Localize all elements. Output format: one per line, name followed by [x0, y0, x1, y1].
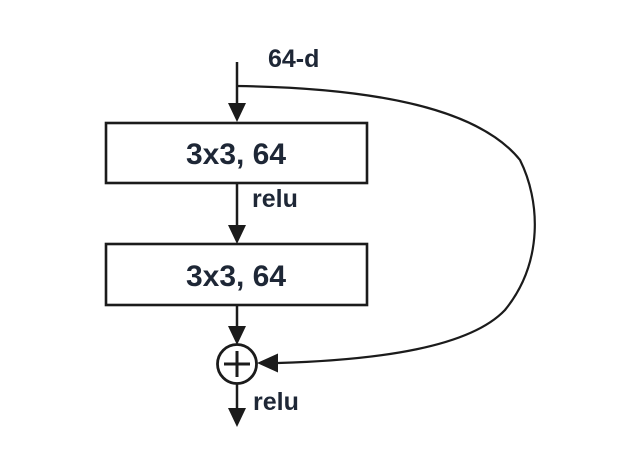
- conv2-box: [104, 242, 369, 307]
- relu-label-output: relu: [253, 388, 299, 416]
- plus-icon: [224, 351, 250, 377]
- input-dimension-label: 64-d: [268, 45, 319, 73]
- conv1-label: 3x3, 64: [186, 138, 286, 171]
- output-arrowhead-icon: [228, 408, 246, 427]
- conv2-label: 3x3, 64: [186, 260, 286, 293]
- skip-arrowhead-icon: [257, 353, 278, 373]
- relu-label-middle: relu: [252, 185, 298, 213]
- conv1-box: [104, 121, 369, 185]
- conv1-to-conv2-arrowhead-icon: [228, 225, 246, 244]
- conv2-to-add-arrowhead-icon: [228, 326, 246, 345]
- input-arrowhead-icon: [228, 103, 246, 122]
- skip-connection-path: [236, 84, 536, 365]
